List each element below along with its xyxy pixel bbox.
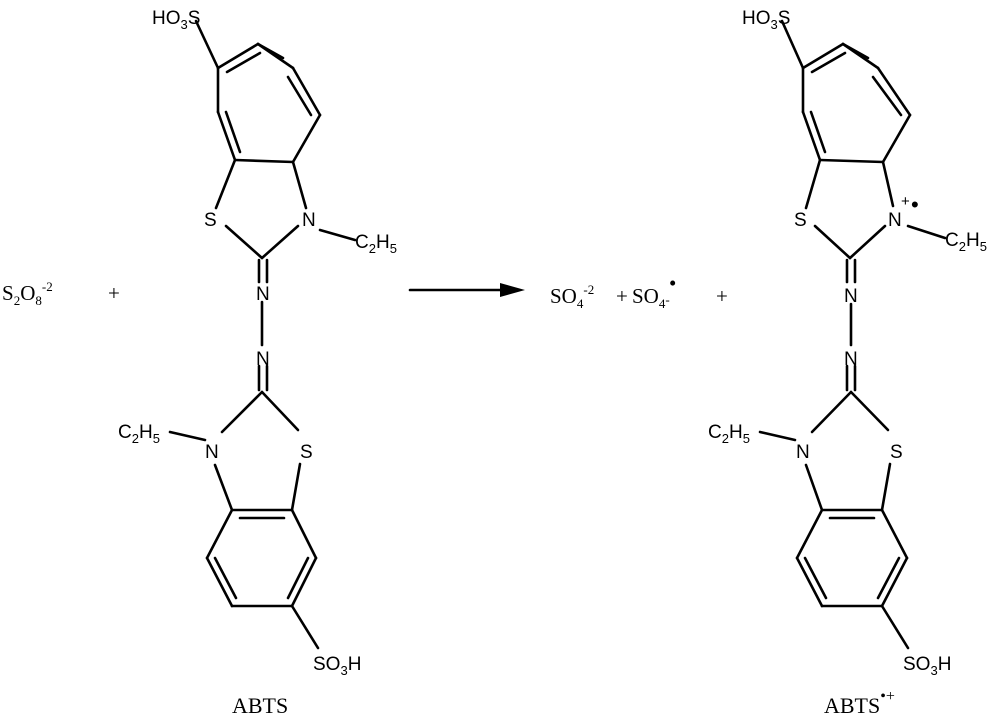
radical-sulfonic-group-bottom: SO3H <box>903 654 951 678</box>
sulfur-atom-upper: S <box>204 210 217 231</box>
upper-benzene-ring <box>194 19 322 164</box>
radical-sulfur-atom-lower: S <box>890 442 903 463</box>
cation-radical-dot: • <box>911 192 919 217</box>
abts-radical-cation-molecule: HO3S S N + • C2H5 N N C2H5 N S SO3H ABTS… <box>708 8 987 718</box>
sulfate-radical: SO4- <box>632 284 670 311</box>
radical-lower-benzene-ring <box>795 508 910 650</box>
sulfate-ion: SO4-2 <box>550 282 594 311</box>
sulfur-atom-lower: S <box>300 442 313 463</box>
abts-molecule: HO3S S N C2H5 N N C2H5 N S SO3H ABTS <box>118 8 397 718</box>
radical-nitrogen-atom-lower: N <box>796 442 810 463</box>
sulfate-radical-dot: • <box>669 271 676 295</box>
reaction-arrow <box>408 283 525 297</box>
upper-thiazole-ring <box>214 158 357 260</box>
product-plus-sign: + <box>716 284 728 308</box>
nitrogen-atom-upper: N <box>302 210 316 231</box>
cation-plus-sign: + <box>901 193 910 210</box>
azine-linker <box>257 258 269 392</box>
abts-label: ABTS <box>232 693 288 718</box>
radical-lower-thiazole-ring <box>758 390 892 512</box>
lower-benzene-ring <box>205 508 320 650</box>
radical-upper-benzene-ring <box>780 19 912 164</box>
radical-ethyl-group-lower: C2H5 <box>708 422 750 446</box>
lower-thiazole-ring <box>168 390 302 512</box>
radical-azine-linker <box>845 258 857 392</box>
radical-azine-nitrogen-1: N <box>844 286 858 307</box>
radical-sulfur-atom-upper: S <box>794 210 807 231</box>
azine-nitrogen-1: N <box>256 284 270 305</box>
radical-ethyl-group-upper: C2H5 <box>945 230 987 254</box>
radical-upper-thiazole-ring <box>804 158 947 260</box>
ethyl-group-upper: C2H5 <box>355 232 397 256</box>
sulfonic-group-top: HO3S <box>152 8 200 32</box>
product-plus-between: + <box>616 284 628 308</box>
sulfonic-group-bottom: SO3H <box>313 654 361 678</box>
radical-azine-nitrogen-2: N <box>844 349 858 370</box>
reactant-plus-sign: + <box>108 281 120 305</box>
radical-sulfonic-group-top: HO3S <box>742 8 790 32</box>
persulfate-formula: S2O8-2 <box>2 279 53 308</box>
ethyl-group-lower: C2H5 <box>118 422 160 446</box>
radical-cation-nitrogen: N <box>888 210 902 231</box>
azine-nitrogen-2: N <box>256 349 270 370</box>
nitrogen-atom-lower: N <box>205 442 219 463</box>
abts-radical-label: ABTS•+ <box>824 688 895 718</box>
